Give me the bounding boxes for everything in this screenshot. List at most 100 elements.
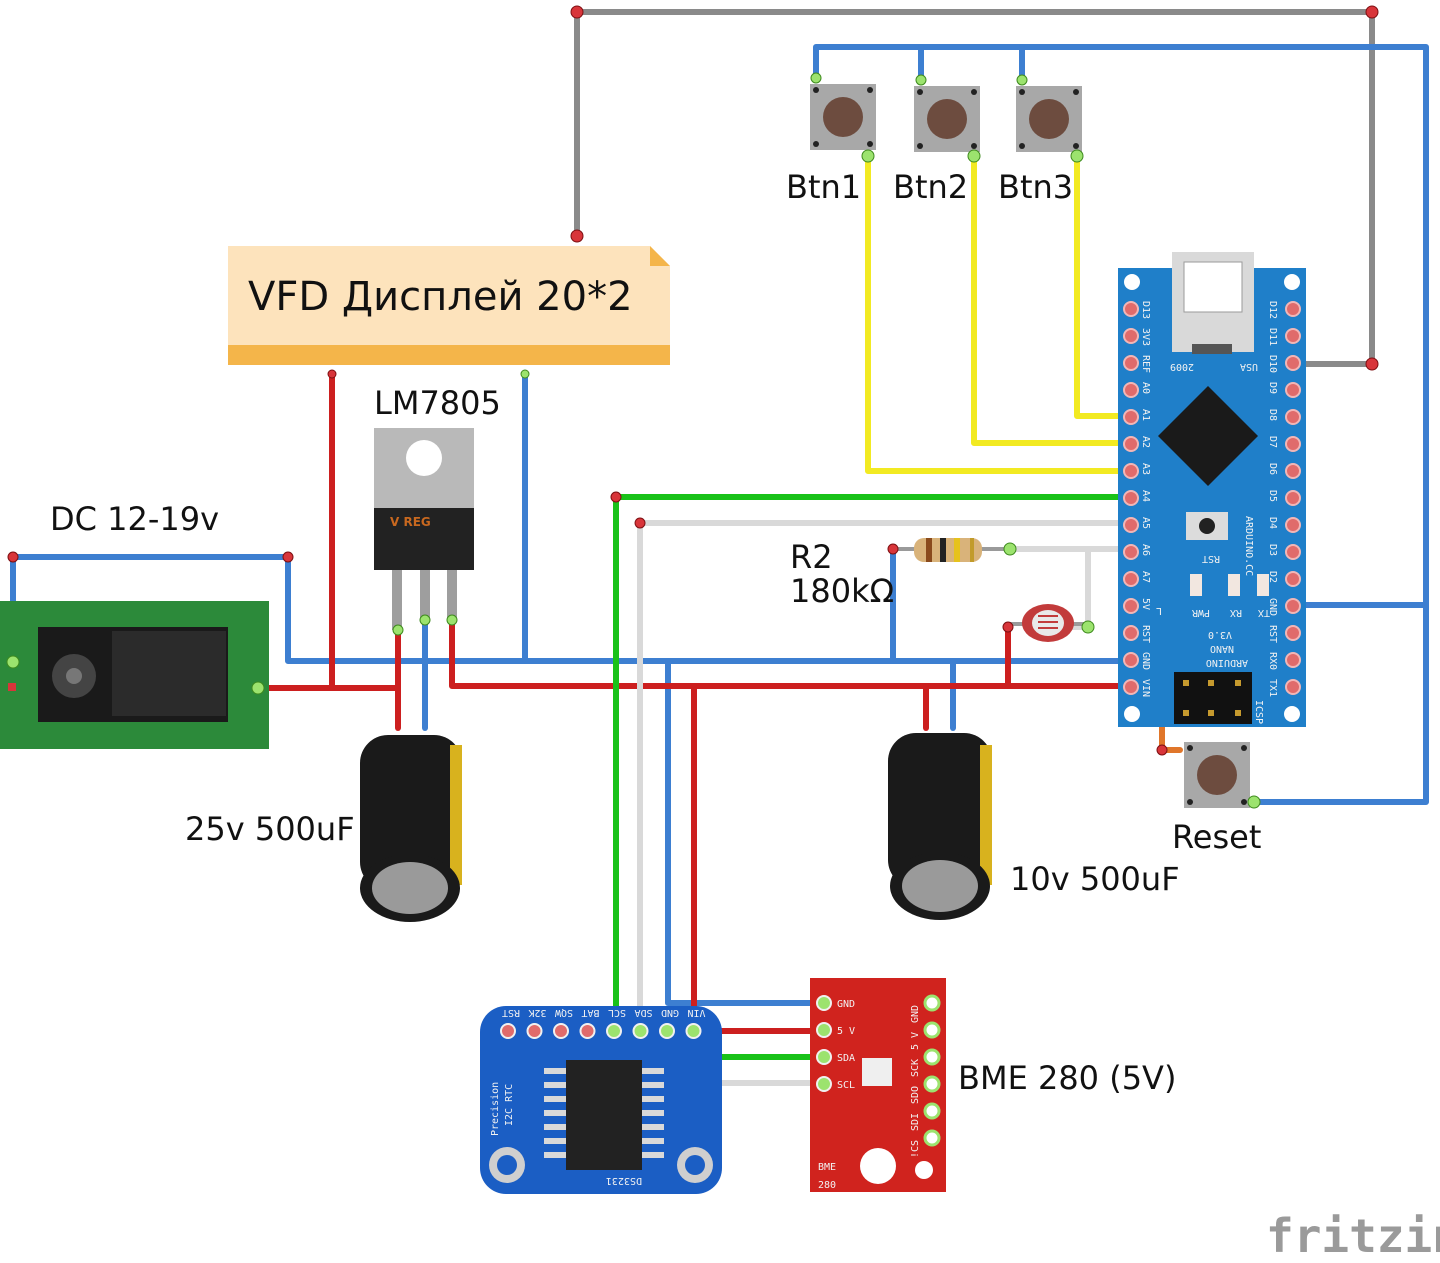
bme-pin-label-right-1: 5 V	[910, 1032, 921, 1050]
btn3-label: Btn3	[998, 168, 1073, 206]
arduino-pin-right-0	[1285, 301, 1301, 317]
arduino-nano: D133V3REFA0A1A2A3A4A5A6A75VRSTGNDVIND12D…	[1118, 252, 1306, 727]
arduino-site: ARDUINO.CC	[1243, 516, 1254, 576]
arduino-pin-right-6	[1285, 463, 1301, 479]
arduino-pin-left-8	[1123, 517, 1139, 533]
arduino-pin-right-1	[1285, 328, 1301, 344]
arduino-name1: NANO	[1210, 643, 1234, 654]
rtc-pin-6	[659, 1023, 675, 1039]
rtc-side2: I2C RTC	[504, 1084, 515, 1126]
arduino-pin-left-3	[1123, 382, 1139, 398]
arduino-led-rx: RX	[1230, 607, 1242, 618]
arduino-pin-label-left-5: A2	[1140, 436, 1151, 448]
arduino-pin-label-right-1: D11	[1267, 328, 1278, 346]
arduino-pin-left-7	[1123, 490, 1139, 506]
resistor-value: 180kΩ	[790, 572, 894, 610]
bme-pin-left-1	[816, 1022, 832, 1038]
regulator-label: LM7805	[374, 384, 501, 422]
button-btn1: Btn1	[786, 84, 876, 206]
rtc-pin-5	[632, 1023, 649, 1039]
rtc-pin-label-1: 32K	[528, 1007, 546, 1018]
arduino-led-tx: TX	[1258, 607, 1270, 618]
arduino-pin-left-2	[1123, 355, 1139, 371]
bme-brand2: 280	[818, 1180, 836, 1191]
arduino-pin-left-13	[1123, 652, 1139, 668]
bme-pin-label-left-0: GND	[837, 999, 855, 1010]
rtc-pin-label-0: RST	[502, 1007, 520, 1018]
arduino-pin-label-right-14: TX1	[1267, 679, 1278, 697]
bme-pin-left-3	[816, 1076, 832, 1092]
bme-pin-label-right-3: SDO	[910, 1086, 921, 1104]
bme-pin-label-right-4: SDI	[910, 1113, 921, 1131]
arduino-rev: V3.0	[1208, 629, 1232, 640]
arduino-pin-right-11	[1285, 598, 1301, 614]
btn1-label: Btn1	[786, 168, 861, 206]
arduino-pin-label-right-8: D4	[1267, 517, 1278, 529]
cap2-label: 10v 500uF	[1010, 860, 1180, 898]
arduino-country: USA	[1240, 361, 1258, 372]
arduino-pin-left-0	[1123, 301, 1139, 317]
vfd-label: VFD Дисплей 20*2	[248, 274, 633, 320]
reset-label: Reset	[1172, 818, 1261, 856]
dc-jack-label: DC 12-19v	[50, 500, 219, 538]
bme-pin-right-2	[923, 1048, 941, 1066]
bme-pin-right-4	[923, 1102, 941, 1120]
arduino-pin-right-5	[1285, 436, 1301, 452]
arduino-pin-left-1	[1123, 328, 1139, 344]
arduino-pin-label-right-10: D2	[1267, 571, 1278, 583]
rtc-pin-0	[500, 1023, 516, 1039]
wire-white-ldr	[1069, 546, 1091, 630]
arduino-pin-label-left-6: A3	[1140, 463, 1151, 475]
arduino-pin-label-right-0: D12	[1267, 301, 1278, 319]
capacitor-25v: 25v 500uF	[185, 735, 462, 922]
arduino-year: 2009	[1170, 361, 1194, 372]
rtc-side1: Precision	[490, 1082, 501, 1136]
arduino-pin-label-right-12: RST	[1267, 625, 1278, 643]
arduino-name2: ARDUINO	[1206, 657, 1248, 668]
arduino-pin-right-9	[1285, 544, 1301, 560]
wire-yellow-btn1-a3	[865, 153, 1133, 474]
arduino-led-l: L	[1156, 605, 1162, 616]
arduino-pin-label-left-10: A7	[1140, 571, 1151, 583]
rtc-pin-1	[526, 1023, 543, 1039]
capacitor-10v: 10v 500uF	[888, 733, 1180, 920]
wire-blue-rtc-gnd	[665, 658, 825, 1006]
bme-label: BME 280 (5V)	[958, 1059, 1176, 1097]
wire-ends	[6, 5, 1379, 809]
bme-pin-label-right-0: GND	[910, 1005, 921, 1023]
arduino-pin-label-right-6: D6	[1267, 463, 1278, 475]
rtc-pin-2	[553, 1023, 569, 1039]
arduino-pin-right-14	[1285, 679, 1301, 695]
bme-pin-right-0	[923, 994, 941, 1012]
rtc-pin-label-6: GND	[661, 1007, 679, 1018]
bme-pin-label-left-2: SDA	[837, 1053, 855, 1064]
arduino-led-pwr: PWR	[1191, 607, 1210, 618]
arduino-pin-label-left-2: REF	[1140, 355, 1151, 373]
arduino-pin-label-left-9: A6	[1140, 544, 1151, 556]
arduino-pin-left-9	[1123, 544, 1139, 560]
arduino-pin-left-11	[1123, 598, 1139, 614]
rtc-pin-label-5: SDA	[634, 1007, 652, 1018]
arduino-pin-label-right-9: D3	[1267, 544, 1278, 556]
bme-pin-label-right-5: !CS	[910, 1140, 921, 1158]
arduino-pin-label-right-3: D9	[1267, 382, 1278, 394]
arduino-pin-left-4	[1123, 409, 1139, 425]
wire-yellow-btn2-a2	[971, 153, 1133, 446]
arduino-pins: D133V3REFA0A1A2A3A4A5A6A75VRSTGNDVIND12D…	[1123, 301, 1301, 697]
arduino-pin-label-left-4: A1	[1140, 409, 1151, 421]
rtc-pin-7	[685, 1023, 702, 1039]
rtc-pin-4	[606, 1023, 622, 1039]
arduino-pin-label-right-7: D5	[1267, 490, 1278, 502]
arduino-pin-label-left-13: GND	[1140, 652, 1151, 670]
button-reset: Reset	[1172, 742, 1261, 856]
resistor-r2: R2 180kΩ	[790, 538, 1010, 610]
arduino-pin-label-left-1: 3V3	[1140, 328, 1151, 346]
rtc-pin-3	[579, 1023, 596, 1039]
arduino-pin-right-2	[1285, 355, 1301, 371]
bme-pin-right-5	[923, 1129, 941, 1147]
arduino-pin-label-right-5: D7	[1267, 436, 1278, 448]
arduino-pin-label-right-2: D10	[1267, 355, 1278, 373]
